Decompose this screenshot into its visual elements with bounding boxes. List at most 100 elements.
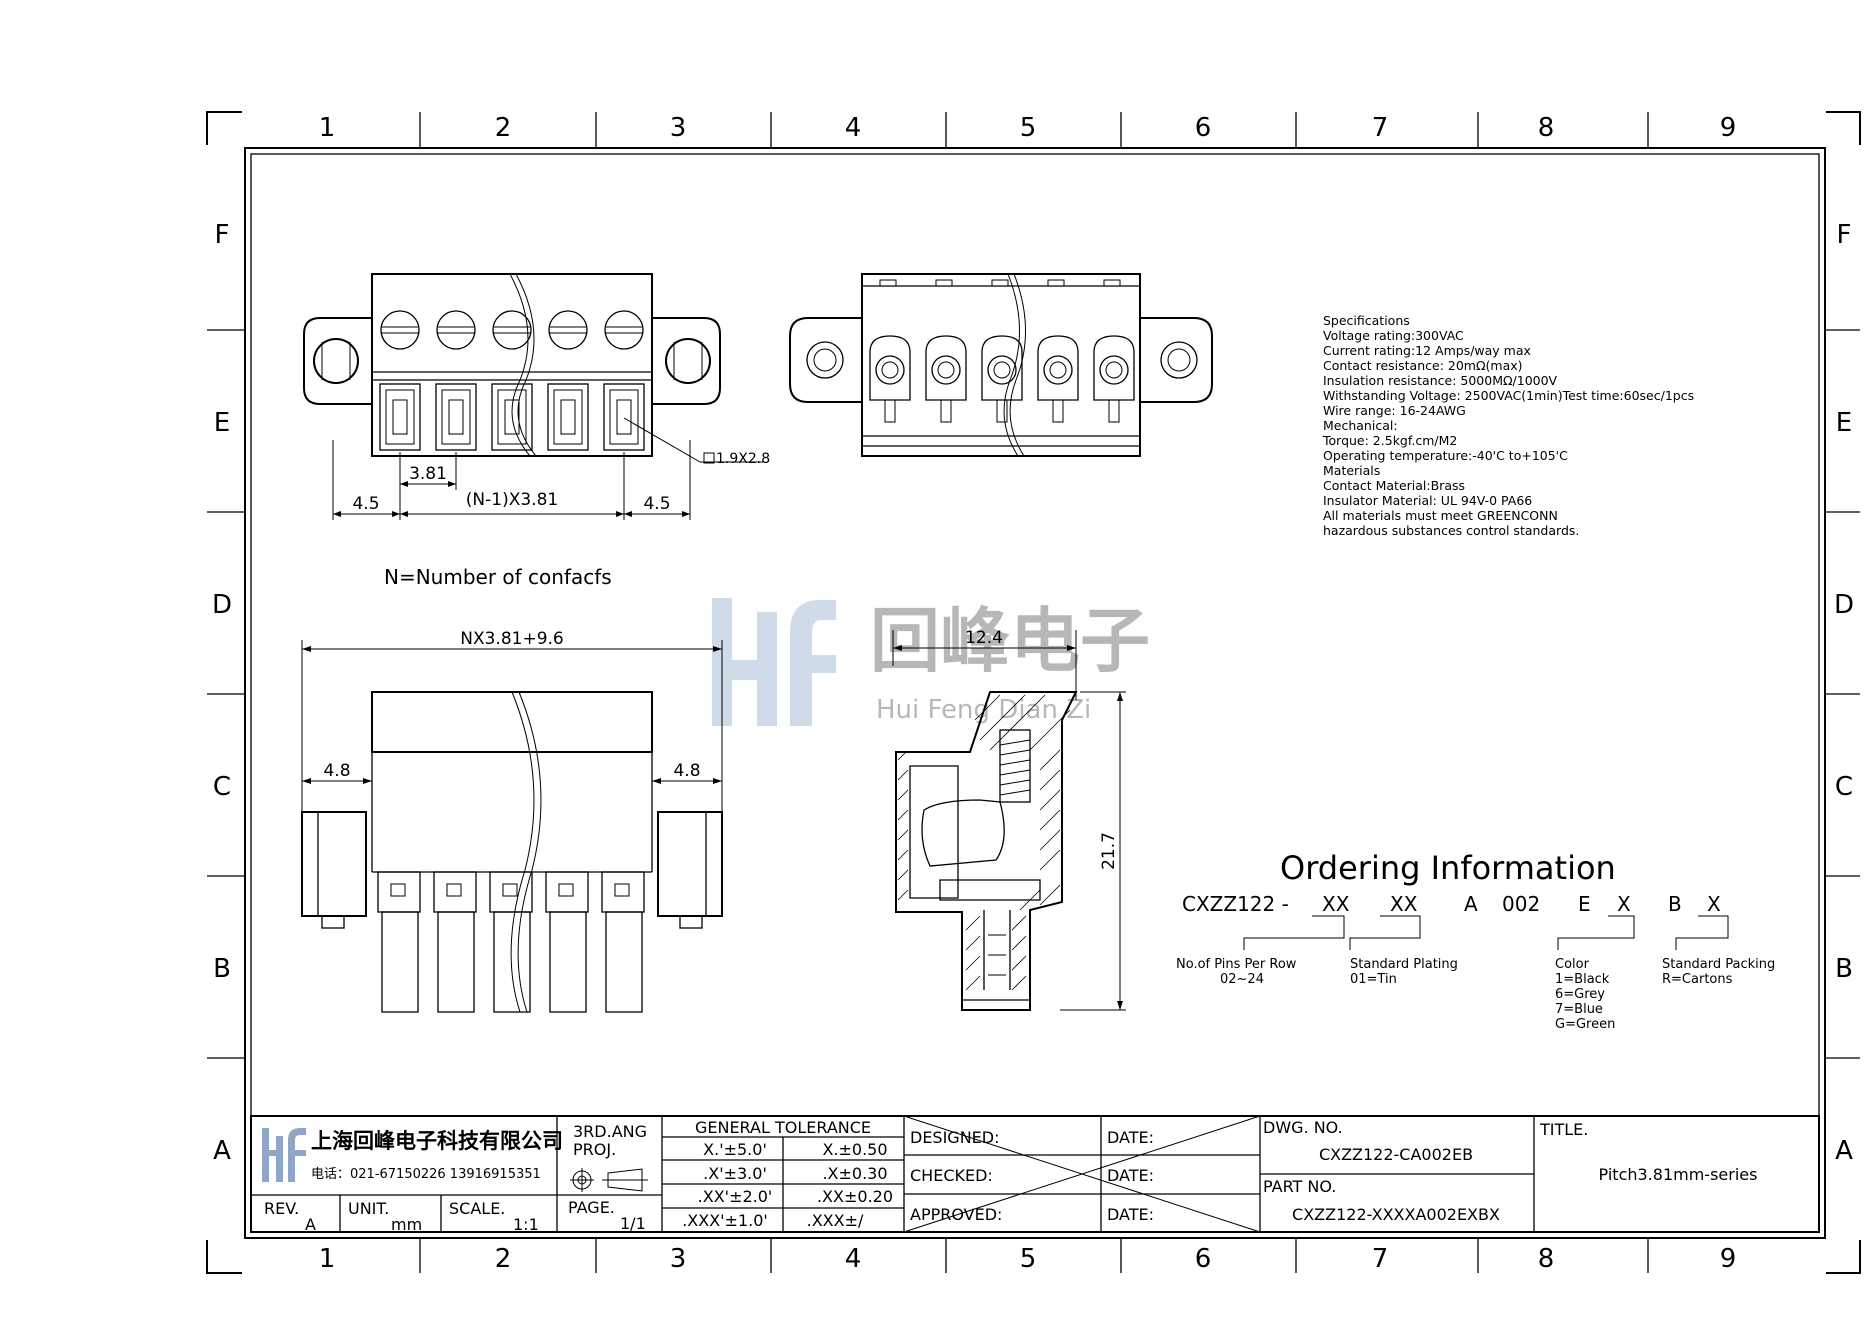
spec-line: Insulation resistance: 5000MΩ/1000V: [1323, 373, 1558, 388]
date-label-checked: DATE:: [1107, 1166, 1154, 1185]
page-label: PAGE.: [568, 1198, 615, 1217]
title-label: TITLE.: [1539, 1120, 1588, 1139]
col-label: 2: [495, 113, 512, 143]
spec-line: Wire range: 16-24AWG: [1323, 403, 1466, 418]
company-name: 上海回峰电子科技有限公司: [311, 1129, 563, 1153]
dim-right-flange: 4.8: [673, 761, 700, 781]
tol-linear-2: .XX±0.20: [817, 1187, 893, 1206]
spec-line: Voltage rating:300VAC: [1323, 328, 1464, 343]
col-label: 8: [1538, 113, 1555, 143]
scale-label: SCALE.: [449, 1199, 505, 1218]
tol-linear-1: .X±0.30: [822, 1164, 887, 1183]
tol-angle-3: .XXX'±1.0': [682, 1211, 768, 1230]
order-b: B: [1668, 892, 1682, 916]
checked-label: CHECKED:: [910, 1166, 993, 1185]
ordering-information: Ordering Information CXZZ122 - XX XX A 0…: [1176, 849, 1775, 1032]
projection-line-2: PROJ.: [573, 1140, 616, 1159]
row-label: A: [1835, 1136, 1853, 1166]
dwg-label: DWG. NO.: [1263, 1118, 1343, 1137]
contacts-note: N=Number of confacfs: [384, 565, 612, 589]
col-label: 3: [670, 1244, 687, 1274]
packing-label: Standard Packing: [1662, 957, 1775, 972]
dim-overall: NX3.81+9.6: [460, 629, 564, 649]
order-a: A: [1464, 892, 1478, 916]
hf-logo-icon: [262, 1128, 306, 1182]
watermark: 回峰电子 Hui Feng Dian Zi: [712, 598, 1150, 726]
row-label: D: [212, 590, 232, 620]
row-label: A: [213, 1136, 231, 1166]
col-label: 6: [1195, 1244, 1212, 1274]
dim-middle: (N-1)X3.81: [466, 490, 558, 510]
packing-value: R=Cartons: [1662, 972, 1733, 987]
designed-label: DESIGNED:: [910, 1128, 1000, 1147]
page-value: 1/1: [620, 1214, 646, 1233]
unit-value: mm: [391, 1215, 422, 1234]
rev-value: A: [305, 1215, 316, 1234]
top-view-drawing: 1.9X2.8 3.81 4.5 (N-1)X3.81 4.5: [303, 273, 770, 520]
specifications-block: Specifications Voltage rating:300VAC Cur…: [1322, 313, 1694, 538]
scale-value: 1:1: [513, 1215, 539, 1234]
unit-label: UNIT.: [348, 1199, 389, 1218]
ordering-title: Ordering Information: [1280, 849, 1616, 887]
part-label: PART NO.: [1263, 1177, 1336, 1196]
spec-line: Materials: [1323, 463, 1380, 478]
spec-line: hazardous substances control standards.: [1323, 523, 1579, 538]
column-labels-bottom: 1 2 3 4 5 6 7 8 9: [319, 1244, 1737, 1274]
pins-label: No.of Pins Per Row: [1176, 957, 1297, 972]
section-view-drawing: 12.4 21.7: [892, 628, 1126, 1011]
color-green: G=Green: [1555, 1017, 1615, 1032]
col-label: 9: [1720, 113, 1737, 143]
col-label: 6: [1195, 113, 1212, 143]
spec-line: Current rating:12 Amps/way max: [1323, 343, 1531, 358]
spec-line: All materials must meet GREENCONN: [1323, 508, 1558, 523]
tol-linear-3: .XXX±/: [807, 1211, 864, 1230]
spec-line: Mechanical:: [1323, 418, 1398, 433]
projection-line-1: 3RD.ANG: [573, 1122, 647, 1141]
title-block: 上海回峰电子科技有限公司 电话：021-67150226 13916915351…: [250, 1115, 1820, 1234]
row-label: B: [213, 954, 231, 984]
rear-view-drawing: [789, 273, 1213, 457]
plating-value: 01=Tin: [1350, 972, 1397, 987]
col-label: 5: [1020, 1244, 1037, 1274]
projection-symbol-icon: [570, 1168, 648, 1192]
spec-line: Contact resistance: 20mΩ(max): [1323, 358, 1523, 373]
company-phone: 电话：021-67150226 13916915351: [311, 1167, 541, 1182]
tol-angle-2: .XX'±2.0': [698, 1187, 773, 1206]
spec-line: Insulator Material: UL 94V-0 PA66: [1323, 493, 1532, 508]
row-label: D: [1834, 590, 1854, 620]
col-label: 4: [845, 1244, 862, 1274]
spec-line: Specifications: [1323, 313, 1410, 328]
spec-line: Torque: 2.5kgf.cm/M2: [1322, 433, 1457, 448]
tol-linear-0: X.±0.50: [822, 1140, 887, 1159]
date-label-designed: DATE:: [1107, 1128, 1154, 1147]
row-label: B: [1835, 954, 1853, 984]
row-label: E: [1836, 408, 1852, 438]
order-e: E: [1578, 892, 1591, 916]
dim-pitch: 3.81: [409, 464, 447, 484]
col-label: 4: [845, 113, 862, 143]
order-prefix: CXZZ122 -: [1182, 892, 1289, 916]
dim-hole: 1.9X2.8: [716, 451, 770, 467]
date-label-approved: DATE:: [1107, 1205, 1154, 1224]
col-label: 2: [495, 1244, 512, 1274]
row-labels-right: F E D C B A: [1834, 220, 1854, 1166]
row-label: F: [215, 220, 230, 250]
spec-line: Contact Material:Brass: [1323, 478, 1465, 493]
dim-height: 21.7: [1099, 832, 1119, 870]
order-pins: XX: [1322, 892, 1350, 916]
dim-right-margin: 4.5: [643, 494, 670, 514]
order-num: 002: [1502, 892, 1540, 916]
drawing-frame: [206, 111, 1861, 1274]
watermark-chinese: 回峰电子: [870, 600, 1150, 682]
column-labels-top: 1 2 3 4 5 6 7 8 9: [319, 113, 1737, 143]
row-label: C: [213, 772, 231, 802]
color-grey: 6=Grey: [1555, 987, 1605, 1002]
tolerance-title: GENERAL TOLERANCE: [695, 1118, 871, 1137]
order-packing: X: [1707, 892, 1721, 916]
tol-angle-0: X.'±5.0': [703, 1140, 767, 1159]
part-value: CXZZ122-XXXXA002EXBX: [1292, 1205, 1500, 1224]
spec-line: Withstanding Voltage: 2500VAC(1min)Test …: [1323, 388, 1694, 403]
dwg-value: CXZZ122-CA002EB: [1319, 1145, 1473, 1164]
color-label: Color: [1555, 957, 1590, 972]
color-blue: 7=Blue: [1555, 1002, 1603, 1017]
